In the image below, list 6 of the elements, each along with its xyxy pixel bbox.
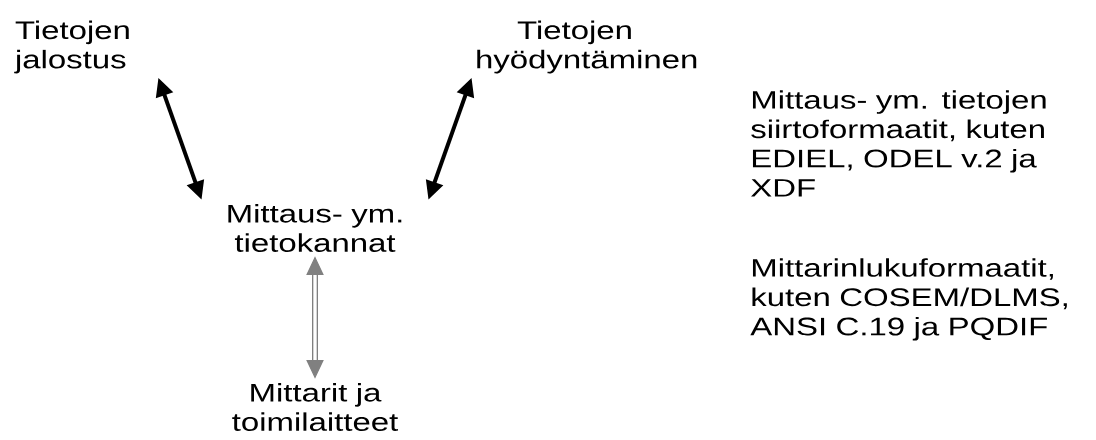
node-text: Mittarit ja toimilaitteet: [232, 383, 398, 431]
node-text: Tietojen jalostus: [14, 20, 129, 74]
node-text: Mittaus- ym. tietokannat: [228, 204, 402, 252]
note-text: Mittarinlukuformaatit, kuten COSEM/DLMS, ANSI C.19 ja PQDIF: [750, 258, 1067, 341]
node-text: Tietojen hyödyntäminen: [477, 20, 697, 74]
note-text: Mittaus- ym. tietojen siirtoformaatit, kuten EDIEL, ODEL v.2 ja XDF: [751, 90, 1046, 197]
